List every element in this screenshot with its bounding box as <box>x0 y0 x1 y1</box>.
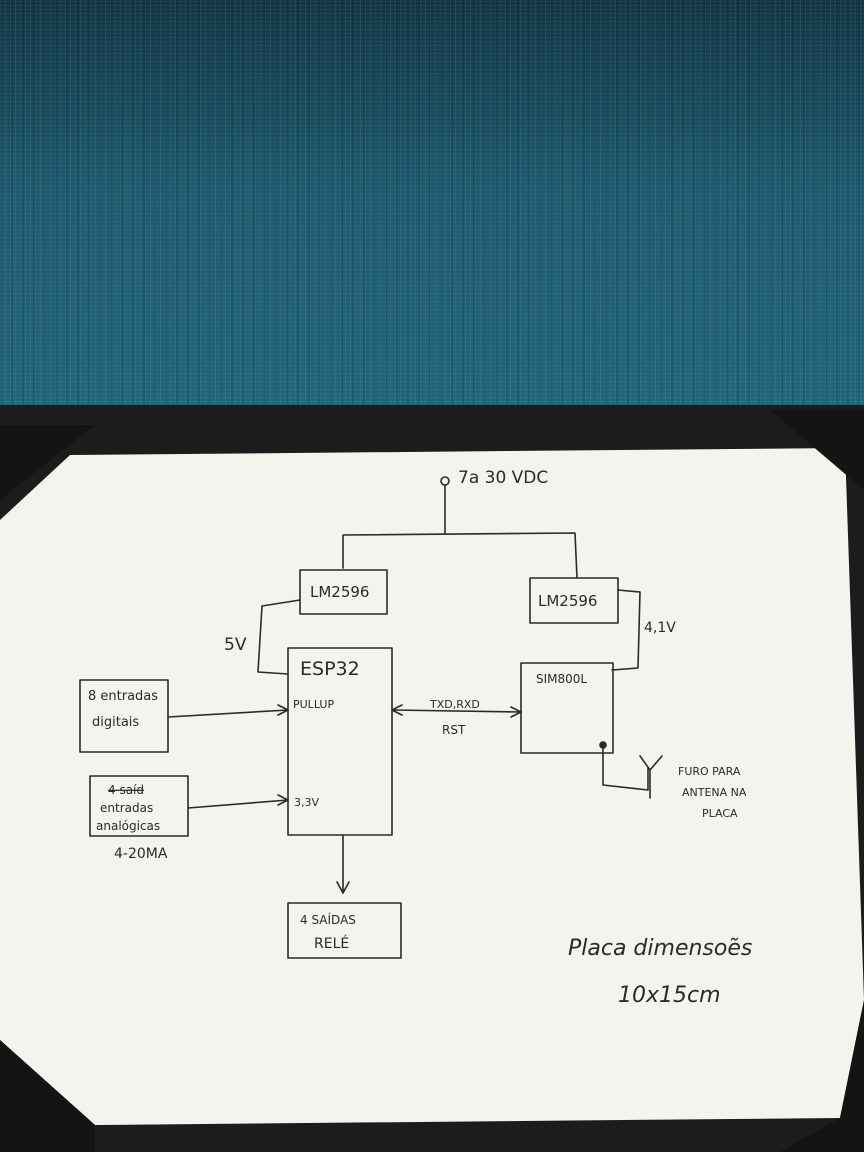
esp32-box <box>287 647 393 836</box>
wire-4v1 <box>611 589 641 671</box>
sim800l-label: SIM800L <box>536 672 587 686</box>
arrow-uart-left <box>391 704 403 716</box>
relay-label-2: RELÉ <box>314 935 349 952</box>
corner-bottom-right <box>780 1000 864 1152</box>
wire-5v <box>257 599 301 675</box>
wire-antenna <box>602 747 649 791</box>
uart-label-1: TXD,RXD <box>429 698 480 711</box>
lm2596-left-label: LM2596 <box>310 583 369 601</box>
voltage-5v-label: 5V <box>224 635 247 655</box>
digital-inputs-box <box>79 679 169 753</box>
sim800l-box <box>520 662 614 754</box>
paper-sheet <box>0 448 864 1125</box>
analog-inputs-label-1: 4 saíd <box>108 783 144 797</box>
lm2596-right-box <box>529 577 619 624</box>
antenna-label-2: ANTENA NA <box>682 786 747 799</box>
corner-top-left <box>0 425 95 500</box>
relay-label-1: 4 SAÍDAS <box>300 912 356 927</box>
voltage-4v1-label: 4,1V <box>644 620 676 636</box>
board-dimensions-label-2: 10x15cm <box>618 983 721 1008</box>
antenna-label-3: PLACA <box>702 807 738 820</box>
antenna-label-1: FURO PARA <box>678 765 741 778</box>
esp32-pullup-label: PULLUP <box>293 698 334 711</box>
arrow-analog <box>277 794 289 806</box>
wire-analog <box>187 799 289 809</box>
board-dimensions-label-1: Placa dimensoẽs <box>568 936 752 961</box>
corner-top-right <box>770 410 864 490</box>
digital-inputs-label-1: 8 entradas <box>88 689 158 704</box>
wire-power-bus <box>342 532 578 579</box>
digital-inputs-label-2: digitais <box>92 715 139 730</box>
analog-inputs-label-3: analógicas <box>96 819 160 833</box>
fabric-background <box>0 0 864 430</box>
esp32-label: ESP32 <box>300 658 360 680</box>
analog-inputs-box <box>89 775 189 837</box>
wire-digital <box>167 709 289 718</box>
lm2596-right-label: LM2596 <box>538 592 597 610</box>
corner-bottom-left <box>0 1040 95 1152</box>
power-input-label: 7a 30 VDC <box>458 468 548 488</box>
arrow-digital <box>277 704 289 716</box>
analog-inputs-label-2: entradas <box>100 801 153 815</box>
antenna-pad <box>599 741 607 749</box>
uart-label-2: RST <box>442 723 466 737</box>
wire-uart <box>391 709 522 713</box>
arrow-uart-right <box>510 706 522 718</box>
lm2596-left-box <box>299 569 388 615</box>
relay-box <box>287 902 402 959</box>
analog-range-label: 4-20MA <box>114 846 168 862</box>
arrow-relay <box>336 881 350 894</box>
esp32-3v3-label: 3,3V <box>294 796 319 809</box>
